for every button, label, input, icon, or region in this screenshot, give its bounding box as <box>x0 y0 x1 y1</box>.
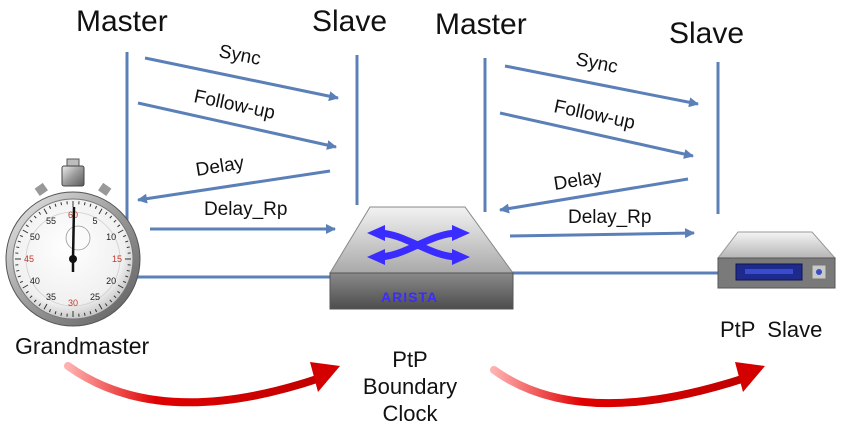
network-links <box>118 271 735 279</box>
left-follow-up-arrow <box>137 101 337 150</box>
left-master-heading: Master <box>76 5 168 38</box>
boundary-clock-line1: PtP <box>392 347 428 372</box>
dial-number: 5 <box>92 216 97 226</box>
curved-arrow-right <box>490 366 749 408</box>
left-delay-rp-label: Delay_Rp <box>204 199 288 220</box>
dial-number: 50 <box>30 232 40 242</box>
dial-number: 30 <box>68 298 78 308</box>
curved-arrows <box>64 362 765 408</box>
left-delay-arrow <box>137 169 331 204</box>
right-master-heading: Master <box>435 8 527 41</box>
right-delay-arrow <box>499 177 689 214</box>
dial-number: 35 <box>46 292 56 302</box>
right-message-arrows <box>499 64 699 239</box>
boundary-clock-line3: Clock <box>382 401 438 426</box>
switch-brand-label: ARISTA <box>381 289 439 305</box>
grandmaster-label: Grandmaster <box>15 333 150 359</box>
right-delay-rp-arrow <box>509 228 695 239</box>
left-slave-heading: Slave <box>312 5 388 38</box>
switch-cross-arrows-icon <box>374 229 462 261</box>
dial-number: 10 <box>106 232 116 242</box>
dial-number: 25 <box>90 292 100 302</box>
right-sync-arrow <box>504 64 699 108</box>
left-message-arrows <box>137 56 339 234</box>
left-sync-arrow <box>144 56 339 102</box>
right-delay-rp-label: Delay_Rp <box>568 207 652 228</box>
boundary-clock-line2: Boundary <box>362 374 458 399</box>
ptp-slave-label: PtP Slave <box>720 317 823 342</box>
dial-number: 20 <box>106 276 116 286</box>
stopwatch-icon: 60510152025303540455055 <box>5 158 141 327</box>
dial-number: 45 <box>24 254 34 264</box>
dial-number: 55 <box>46 216 56 226</box>
curved-arrow-left <box>64 362 324 407</box>
server-icon <box>716 231 837 289</box>
right-follow-up-arrow <box>499 111 694 159</box>
dial-number: 15 <box>112 254 122 264</box>
timelines <box>125 52 720 228</box>
boundary-clock-label: PtP Boundary Clock <box>350 346 470 427</box>
right-slave-heading: Slave <box>669 17 745 50</box>
arista-switch-icon <box>329 206 514 310</box>
dial-number: 40 <box>30 276 40 286</box>
